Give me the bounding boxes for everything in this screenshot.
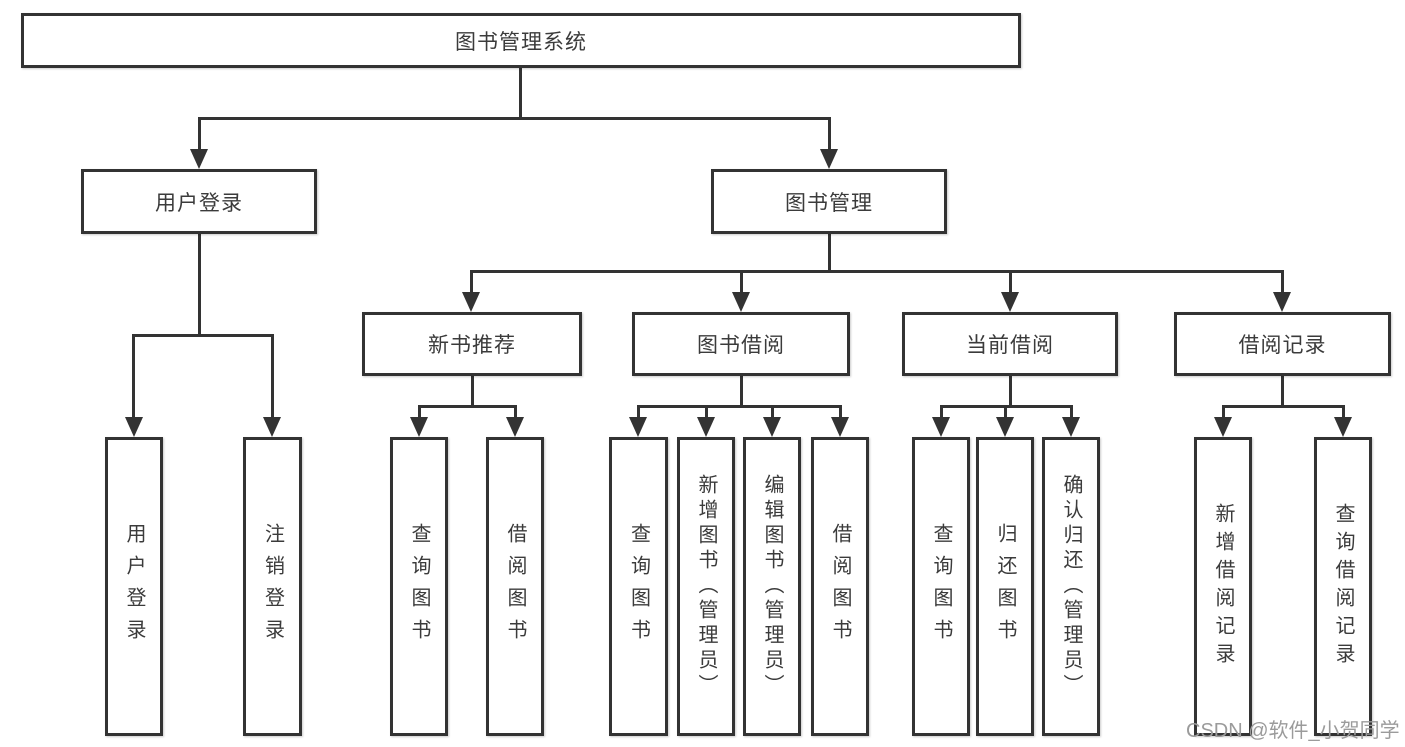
node-label: 用户登录 [155, 191, 243, 215]
connector-leaf [418, 405, 421, 421]
leaf-add-book-admin: 新增图书（管理员） [677, 437, 735, 736]
connector-book-management-stem [828, 232, 831, 273]
arrowhead-down-icon [763, 417, 781, 437]
arrowhead-down-icon [732, 292, 750, 312]
connector-to-leaf-user-login [132, 334, 135, 421]
connector-borrowing-records-stem [1281, 374, 1284, 408]
rail-user-login [132, 334, 274, 337]
rail-level3 [470, 270, 1284, 273]
rail-new-book [418, 405, 516, 408]
node-label: 图书管理系统 [455, 30, 587, 54]
node-label: 查询图书 [408, 522, 430, 651]
connector-new-book-stem [471, 374, 474, 408]
connector-leaf [514, 405, 517, 421]
connector-to-new-book-recommendation [470, 270, 473, 296]
node-label: 新增借阅记录 [1212, 502, 1234, 671]
connector-leaf [771, 405, 774, 421]
rail-book-borrowing [637, 405, 842, 408]
connector-leaf [705, 405, 708, 421]
node-label: 借阅记录 [1238, 334, 1327, 357]
leaf-confirm-return-admin: 确认归还（管理员） [1042, 437, 1100, 736]
node-new-book-recommendation: 新书推荐 [362, 312, 582, 376]
node-label: 用户登录 [123, 522, 145, 651]
node-label: 查询借阅记录 [1332, 502, 1354, 671]
node-book-borrowing: 图书借阅 [632, 312, 850, 376]
node-label: 确认归还（管理员） [1060, 474, 1082, 699]
connector-current-borrowing-stem [1009, 374, 1012, 408]
arrowhead-down-icon [190, 149, 208, 169]
arrowhead-down-icon [1273, 292, 1291, 312]
arrowhead-down-icon [1062, 417, 1080, 437]
connector-to-leaf-logout [271, 334, 274, 421]
arrowhead-down-icon [820, 149, 838, 169]
arrowhead-down-icon [697, 417, 715, 437]
arrowhead-down-icon [629, 417, 647, 437]
node-label: 编辑图书（管理员） [761, 474, 783, 699]
rail-level2 [198, 117, 830, 120]
node-label: 借阅图书 [829, 522, 851, 651]
leaf-borrow-books-borrowing: 借阅图书 [811, 437, 869, 736]
connector-leaf [1070, 405, 1073, 421]
arrowhead-down-icon [462, 292, 480, 312]
arrowhead-down-icon [1334, 417, 1352, 437]
connector-to-current-borrowing [1009, 270, 1012, 296]
arrowhead-down-icon [831, 417, 849, 437]
node-label: 注销登录 [261, 522, 284, 651]
connector-leaf [940, 405, 943, 421]
node-borrowing-records: 借阅记录 [1174, 312, 1391, 376]
node-library-management-system: 图书管理系统 [21, 13, 1021, 68]
node-current-borrowing: 当前借阅 [902, 312, 1118, 376]
watermark: CSDN @软件_小贺同学 [1186, 720, 1400, 742]
arrowhead-down-icon [1001, 292, 1019, 312]
connector-book-borrowing-stem [740, 374, 743, 408]
connector-leaf [1004, 405, 1007, 421]
arrowhead-down-icon [125, 417, 143, 437]
node-book-management: 图书管理 [711, 169, 947, 234]
connector-to-book-borrowing [740, 270, 743, 296]
connector-to-borrowing-records [1281, 270, 1284, 296]
node-label: 借阅图书 [504, 522, 526, 651]
connector-user-login-stem [198, 232, 201, 336]
leaf-query-borrow-record: 查询借阅记录 [1314, 437, 1372, 736]
rail-borrowing-records [1222, 405, 1345, 408]
node-user-login: 用户登录 [81, 169, 317, 234]
leaf-borrow-books-recommend: 借阅图书 [486, 437, 544, 736]
arrowhead-down-icon [506, 417, 524, 437]
connector-leaf [839, 405, 842, 421]
connector-root-stem [519, 66, 522, 120]
connector-leaf [1222, 405, 1225, 421]
node-label: 查询图书 [627, 522, 650, 651]
leaf-query-books-current: 查询图书 [912, 437, 970, 736]
arrowhead-down-icon [996, 417, 1014, 437]
node-label: 图书管理 [785, 191, 873, 215]
connector-leaf [637, 405, 640, 421]
leaf-add-borrow-record: 新增借阅记录 [1194, 437, 1252, 736]
leaf-logout: 注销登录 [243, 437, 302, 736]
node-label: 查询图书 [930, 522, 952, 651]
node-label: 归还图书 [994, 522, 1016, 651]
leaf-edit-book-admin: 编辑图书（管理员） [743, 437, 801, 736]
arrowhead-down-icon [410, 417, 428, 437]
connector-to-book-management [828, 117, 831, 153]
node-label: 当前借阅 [966, 334, 1054, 357]
node-label: 图书借阅 [697, 334, 785, 357]
arrowhead-down-icon [1214, 417, 1232, 437]
leaf-query-books-recommend: 查询图书 [390, 437, 448, 736]
arrowhead-down-icon [932, 417, 950, 437]
node-label: 新书推荐 [428, 334, 516, 357]
node-label: 新增图书（管理员） [695, 474, 717, 699]
connector-leaf [1342, 405, 1345, 421]
leaf-user-login: 用户登录 [105, 437, 163, 736]
arrowhead-down-icon [263, 417, 281, 437]
leaf-return-book: 归还图书 [976, 437, 1034, 736]
leaf-query-books-borrowing: 查询图书 [609, 437, 668, 736]
connector-to-user-login [198, 117, 201, 153]
